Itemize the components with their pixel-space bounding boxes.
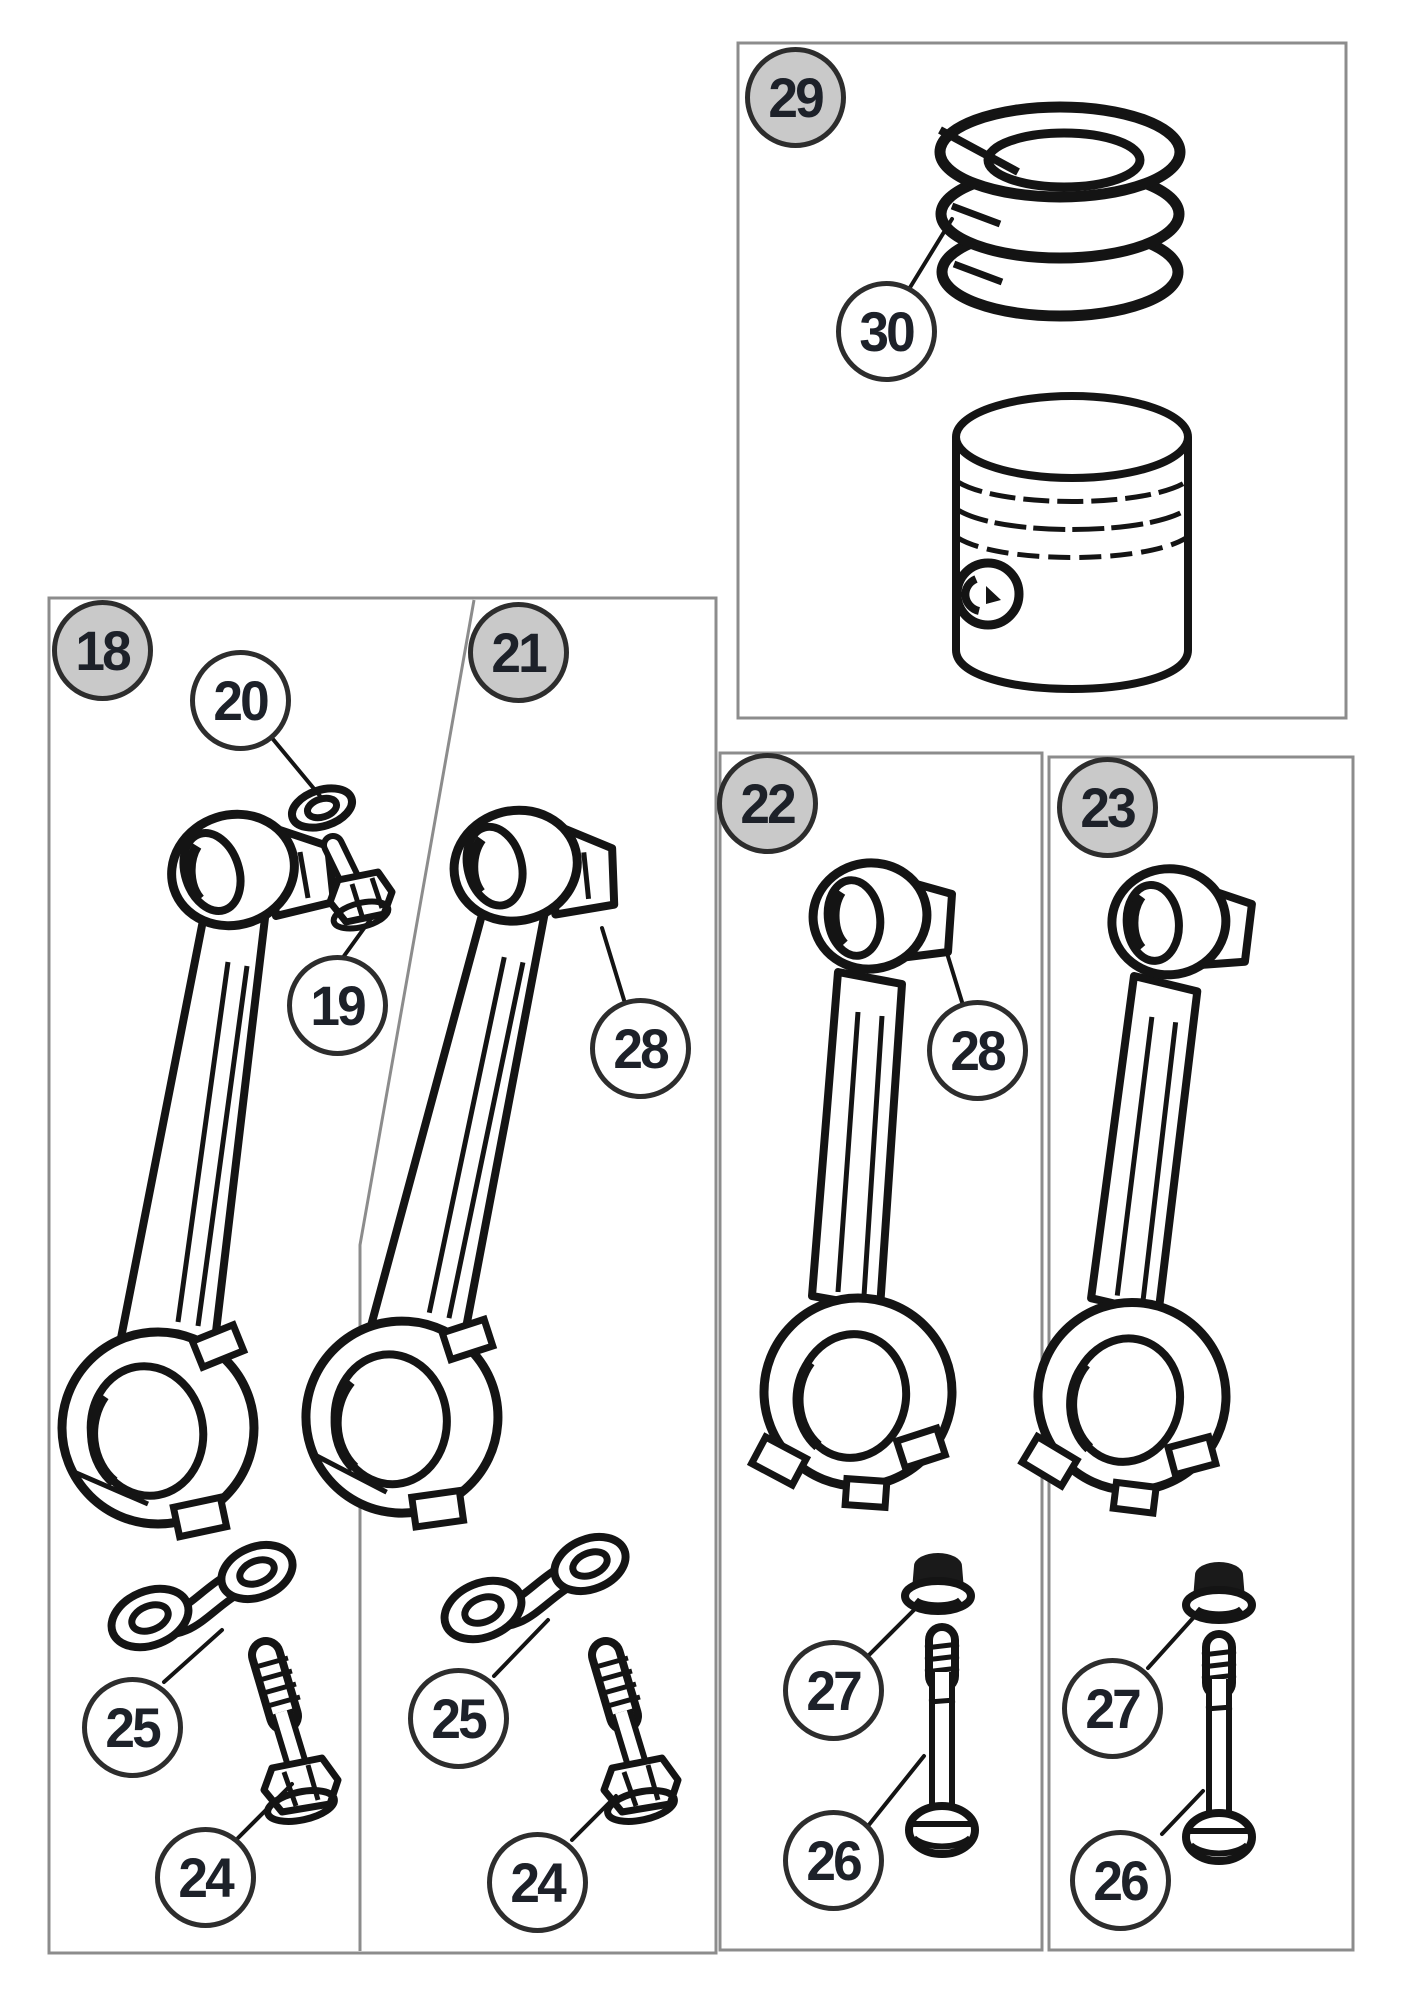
part-callout-27-panel23-label: 27 — [1085, 1676, 1142, 1740]
bolt-19-drawing — [321, 833, 396, 932]
piston-rings-drawing — [934, 101, 1186, 322]
panel-badge-18[interactable]: 18 — [52, 600, 153, 701]
connecting-rod-18-drawing — [62, 799, 334, 1537]
part-callout-28-panel21[interactable]: 28 — [590, 998, 691, 1099]
part-callout-20-label: 20 — [213, 668, 270, 732]
panel-badge-23-label: 23 — [1080, 775, 1137, 839]
part-callout-25-panel18-label: 25 — [105, 1695, 162, 1759]
part-callout-30[interactable]: 30 — [836, 281, 937, 382]
panel-badge-18-label: 18 — [75, 618, 132, 682]
connecting-rod-22-drawing — [752, 856, 952, 1508]
bolt-24-panel21-drawing — [592, 1655, 678, 1827]
part-callout-25-panel21-label: 25 — [431, 1686, 488, 1750]
part-callout-25-panel21[interactable]: 25 — [408, 1668, 509, 1769]
bolt-24-panel18-drawing — [252, 1655, 338, 1827]
part-callout-28-panel22[interactable]: 28 — [927, 1000, 1028, 1101]
callout-leader-lines — [162, 217, 1205, 1842]
panel-badge-22[interactable]: 22 — [717, 753, 818, 854]
part-callout-24-panel18[interactable]: 24 — [155, 1827, 256, 1928]
part-callout-25-panel18[interactable]: 25 — [82, 1677, 183, 1778]
part-callout-26-panel22-label: 26 — [806, 1828, 863, 1892]
nut-27-panel23-drawing — [1186, 1562, 1252, 1620]
part-callout-24-panel21[interactable]: 24 — [487, 1832, 588, 1933]
part-callout-27-panel22-label: 27 — [806, 1658, 863, 1722]
part-callout-19-label: 19 — [310, 973, 367, 1037]
part-callout-30-label: 30 — [859, 299, 916, 363]
panel-18-21-divider — [358, 599, 476, 1951]
panel-badge-29-label: 29 — [768, 65, 825, 129]
bolt-26-panel22-drawing — [909, 1640, 975, 1854]
part-callout-26-panel22[interactable]: 26 — [783, 1810, 884, 1911]
panel-18-21-box — [47, 596, 718, 1955]
part-callout-27-panel22[interactable]: 27 — [783, 1640, 884, 1741]
part-callout-28-panel22-label: 28 — [950, 1018, 1007, 1082]
panel-badge-21[interactable]: 21 — [468, 602, 569, 703]
washer-20-drawing — [287, 784, 357, 832]
panel-boxes — [47, 41, 1355, 1955]
part-callout-20[interactable]: 20 — [190, 650, 291, 751]
part-callout-24-panel18-label: 24 — [178, 1845, 235, 1909]
panel-badge-23[interactable]: 23 — [1057, 757, 1158, 858]
bolt-26-panel23-drawing — [1186, 1647, 1252, 1861]
part-callout-24-panel21-label: 24 — [510, 1850, 567, 1914]
piston-drawing — [952, 392, 1192, 693]
panel-badge-29[interactable]: 29 — [745, 47, 846, 148]
part-callout-28-panel21-label: 28 — [613, 1016, 670, 1080]
part-callout-27-panel23[interactable]: 27 — [1062, 1658, 1163, 1759]
panel-badge-22-label: 22 — [740, 771, 797, 835]
panel-29-box — [736, 41, 1348, 720]
part-callout-26-panel23[interactable]: 26 — [1070, 1830, 1171, 1931]
nut-27-panel22-drawing — [905, 1553, 971, 1611]
panel-badge-21-label: 21 — [491, 620, 548, 684]
part-callout-19[interactable]: 19 — [287, 955, 388, 1056]
part-callout-26-panel23-label: 26 — [1093, 1848, 1150, 1912]
connecting-rod-23-drawing — [1020, 855, 1254, 1516]
panel-22-box — [718, 751, 1044, 1952]
